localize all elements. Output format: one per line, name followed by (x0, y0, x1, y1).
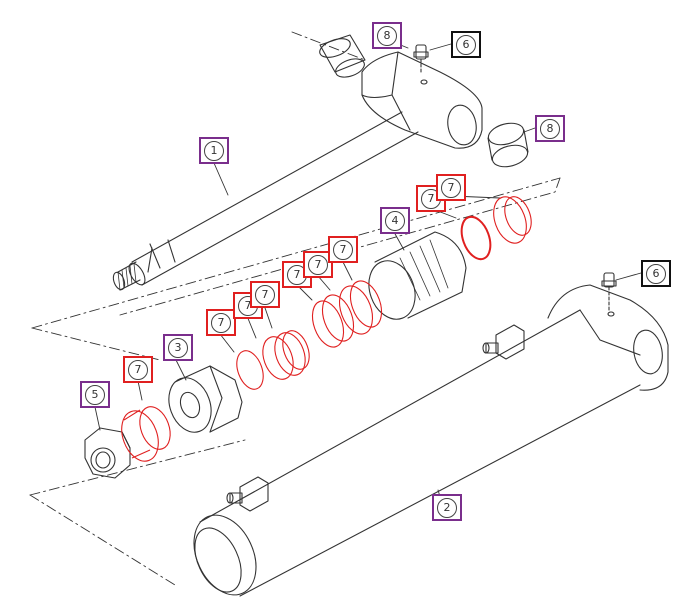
callout-6-bottom: 6 (641, 260, 671, 287)
seal-wiper (493, 196, 532, 244)
callout-7-gland-seal-c: 7 (328, 236, 358, 263)
assembly-outline-upper (31, 31, 561, 361)
callout-number: 7 (441, 177, 461, 198)
seals (121, 196, 532, 462)
callout-7-wiper: 7 (436, 174, 466, 201)
seal-gland-oring (460, 215, 492, 261)
assembly-outline-lower (29, 439, 246, 586)
barrel-port-rear (482, 324, 525, 360)
callout-5: 5 (80, 381, 110, 408)
callout-6-top: 6 (451, 31, 481, 58)
barrel-port-front (226, 476, 269, 512)
seal-gland-rings (311, 280, 383, 348)
callout-number: 7 (333, 239, 353, 260)
callout-number: 6 (646, 263, 666, 284)
callout-7-nut-seal: 7 (123, 356, 153, 383)
callout-number: 1 (204, 140, 224, 161)
bushing-right (487, 122, 529, 168)
callout-number: 7 (308, 254, 328, 275)
cylinder-barrel (193, 284, 669, 597)
callout-number: 7 (255, 284, 275, 305)
callout-7-piston-seal-a: 7 (206, 309, 236, 336)
callout-number: 7 (128, 359, 148, 380)
callout-8-right: 8 (535, 115, 565, 142)
lock-nut (84, 427, 131, 479)
callout-1: 1 (199, 137, 229, 164)
callout-number: 4 (385, 210, 405, 231)
gland (368, 231, 467, 320)
callout-7-piston-seal-c: 7 (250, 281, 280, 308)
callout-8-top: 8 (372, 22, 402, 49)
seal-piston-small (236, 350, 264, 390)
callout-4: 4 (380, 207, 410, 234)
rod-eye (361, 51, 483, 149)
callout-number: 6 (456, 34, 476, 55)
piston (168, 365, 243, 433)
bushing-top (319, 34, 366, 78)
piston-rod (112, 111, 419, 291)
callout-2: 2 (432, 494, 462, 521)
callout-number: 8 (540, 118, 560, 139)
callout-number: 8 (377, 25, 397, 46)
seal-piston-ring (262, 330, 310, 380)
callout-3: 3 (163, 334, 193, 361)
callout-number: 5 (85, 384, 105, 405)
callout-number: 2 (437, 497, 457, 518)
callout-number: 3 (168, 337, 188, 358)
seal-nut-side (121, 406, 171, 462)
grease-fitting-bottom (601, 272, 617, 311)
grease-fitting-top (413, 44, 429, 75)
callout-number: 7 (211, 312, 231, 333)
